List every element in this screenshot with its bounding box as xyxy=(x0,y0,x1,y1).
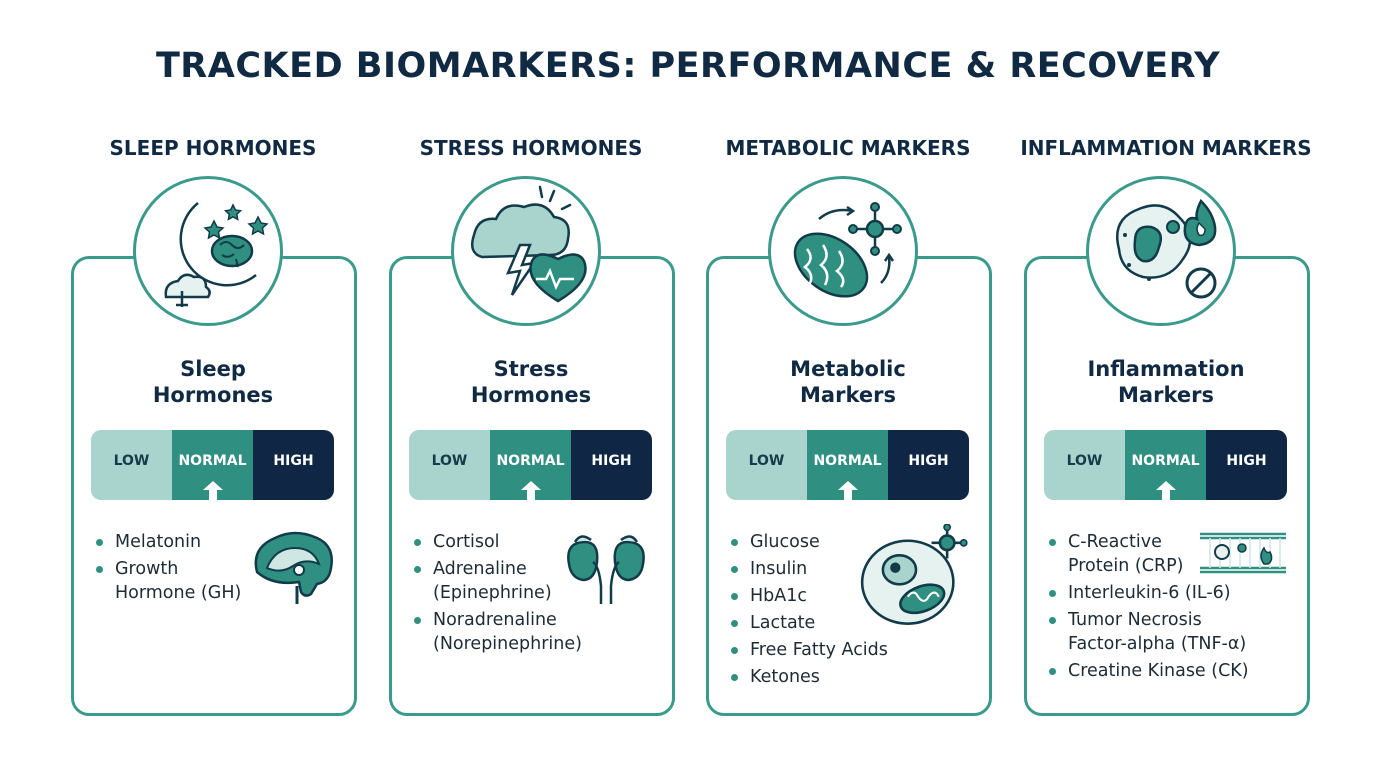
marker-item: Insulin xyxy=(728,557,888,581)
marker-item: C-Reactive Protein (CRP) xyxy=(1046,530,1198,578)
card-title: Stress Hormones xyxy=(470,357,592,407)
category-inflammation-markers: INFLAMMATION MARKERS Inflammation Marker… xyxy=(1020,0,1312,768)
moon-brain-icon xyxy=(133,176,283,326)
range-high: HIGH xyxy=(888,430,969,500)
marker-list: Cortisol Adrenaline (Epinephrine) Noradr… xyxy=(411,530,583,659)
range-normal: NORMAL xyxy=(490,430,571,500)
mitochondria-molecule-icon xyxy=(768,176,918,326)
cell-icon xyxy=(860,524,968,625)
range-indicator-bar: LOW NORMAL HIGH xyxy=(91,430,334,500)
marker-item: Glucose xyxy=(728,530,888,554)
range-high: HIGH xyxy=(571,430,652,500)
range-low: LOW xyxy=(726,430,807,500)
marker-item: Melatonin xyxy=(93,530,245,554)
marker-item: Tumor Necrosis Factor-alpha (TNF-α) xyxy=(1046,608,1248,656)
range-high: HIGH xyxy=(253,430,334,500)
category-heading: INFLAMMATION MARKERS xyxy=(1020,136,1312,160)
range-low: LOW xyxy=(1044,430,1125,500)
marker-item: HbA1c xyxy=(728,584,888,608)
marker-item: Ketones xyxy=(728,665,888,689)
marker-item: Creatine Kinase (CK) xyxy=(1046,659,1249,683)
range-marker-arrow-icon xyxy=(837,481,858,500)
card-title: Inflammation Markers xyxy=(1087,357,1245,407)
range-high: HIGH xyxy=(1206,430,1287,500)
category-heading: STRESS HORMONES xyxy=(419,136,643,160)
marker-item: Adrenaline (Epinephrine) xyxy=(411,557,558,605)
marker-item: Cortisol xyxy=(411,530,583,554)
blood-vessel-icon xyxy=(1200,531,1286,575)
range-indicator-bar: LOW NORMAL HIGH xyxy=(726,430,969,500)
category-heading: SLEEP HORMONES xyxy=(109,136,317,160)
category-metabolic-markers: METABOLIC MARKERS Metabolic Markers LOW … xyxy=(706,0,992,768)
storm-heart-icon xyxy=(451,176,601,326)
marker-item: Growth Hormone (GH) xyxy=(93,557,245,605)
range-indicator-bar: LOW NORMAL HIGH xyxy=(409,430,652,500)
category-sleep-hormones: SLEEP HORMONES Sleep Hormones LOW NORMAL… xyxy=(71,0,357,768)
marker-list: Melatonin Growth Hormone (GH) xyxy=(93,530,245,608)
range-normal: NORMAL xyxy=(1125,430,1206,500)
marker-item: Lactate xyxy=(728,611,888,635)
marker-list: Glucose Insulin HbA1c Lactate Free Fatty… xyxy=(728,530,888,692)
range-low: LOW xyxy=(409,430,490,500)
range-normal: NORMAL xyxy=(807,430,888,500)
brain-cross-section-icon xyxy=(254,531,333,604)
marker-item: Interleukin-6 (IL-6) xyxy=(1046,581,1249,605)
immune-cell-flame-icon xyxy=(1086,176,1236,326)
range-marker-arrow-icon xyxy=(520,481,541,500)
page-title: TRACKED BIOMARKERS: PERFORMANCE & RECOVE… xyxy=(155,46,1221,86)
range-indicator-bar: LOW NORMAL HIGH xyxy=(1044,430,1287,500)
card-title: Metabolic Markers xyxy=(790,357,906,407)
range-low: LOW xyxy=(91,430,172,500)
category-heading: METABOLIC MARKERS xyxy=(725,136,971,160)
marker-item: Free Fatty Acids xyxy=(728,638,888,662)
card-title: Sleep Hormones xyxy=(152,357,274,407)
category-stress-hormones: STRESS HORMONES Stress Hormones LOW NORM… xyxy=(389,0,675,768)
range-marker-arrow-icon xyxy=(1155,481,1176,500)
range-marker-arrow-icon xyxy=(202,481,223,500)
marker-item: Noradrenaline (Norepinephrine) xyxy=(411,608,583,656)
range-normal: NORMAL xyxy=(172,430,253,500)
adrenal-kidneys-icon xyxy=(567,535,645,604)
marker-list: C-Reactive Protein (CRP) Interleukin-6 (… xyxy=(1046,530,1249,686)
